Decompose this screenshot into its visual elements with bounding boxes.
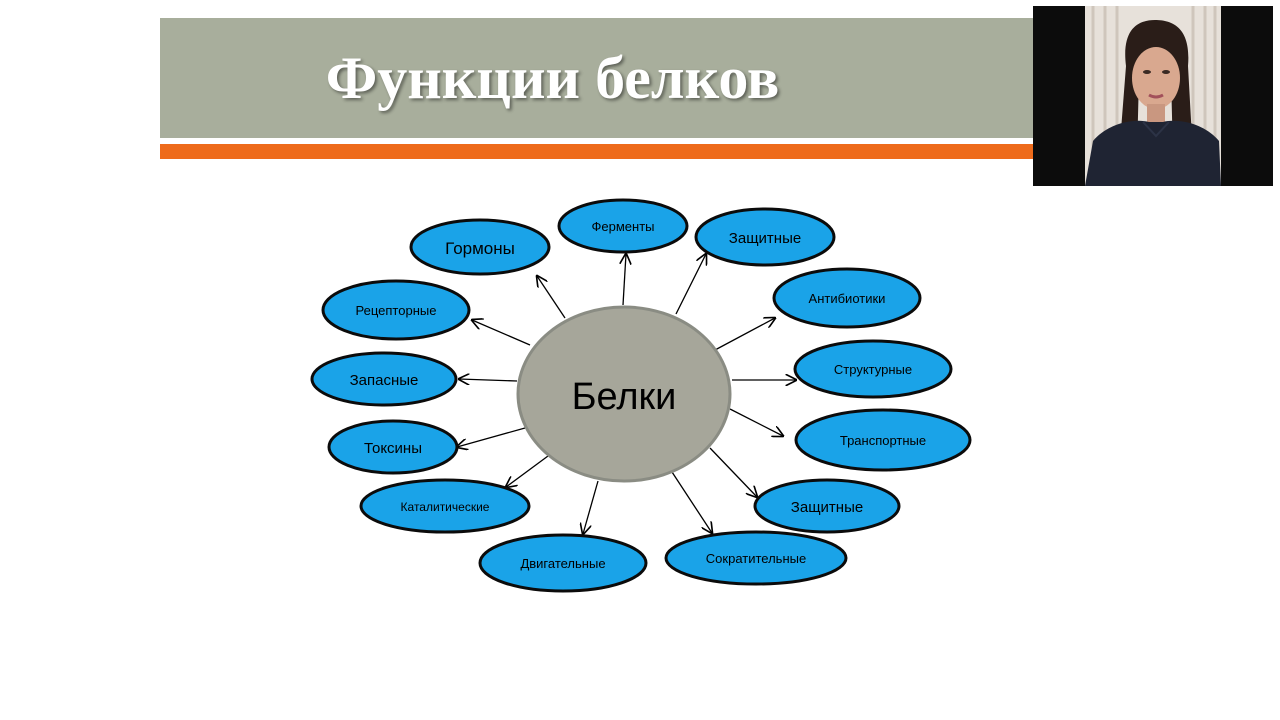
- arrow-contractile: [671, 471, 712, 533]
- node-transport: Транспортные: [794, 408, 972, 472]
- node-label: Антибиотики: [809, 291, 886, 306]
- node-toxins: Токсины: [327, 419, 459, 475]
- arrow-reserve: [459, 379, 518, 381]
- node-label: Структурные: [834, 362, 912, 377]
- arrow-catalytic: [506, 455, 549, 487]
- node-receptor: Рецепторные: [321, 279, 471, 341]
- node-protective-top: Защитные: [694, 207, 836, 267]
- arrow-receptor: [472, 320, 531, 346]
- arrows: [457, 254, 796, 534]
- node-label: Защитные: [791, 499, 863, 516]
- node-catalytic: Каталитические: [359, 478, 531, 534]
- presenter-webcam: [1033, 6, 1273, 186]
- node-label: Запасные: [350, 372, 419, 389]
- node-protective-bottom: Защитные: [753, 478, 901, 534]
- node-enzymes: Ферменты: [557, 198, 689, 254]
- arrow-antibiotics: [714, 318, 775, 351]
- node-label: Защитные: [729, 230, 801, 247]
- node-label: Сократительные: [706, 551, 806, 566]
- arrow-transport: [729, 408, 783, 436]
- node-reserve: Запасные: [310, 351, 458, 407]
- node-label: Транспортные: [840, 433, 926, 448]
- center-label: Белки: [572, 376, 677, 418]
- arrow-protective-bottom: [709, 447, 757, 497]
- node-label: Рецепторные: [356, 303, 437, 318]
- accent-bar: [160, 144, 1035, 159]
- node-label: Каталитические: [401, 500, 490, 514]
- slide-title: Функции белков: [325, 44, 780, 111]
- node-motor: Двигательные: [478, 533, 648, 593]
- center-node: Белки: [516, 305, 732, 483]
- arrow-motor: [583, 480, 599, 534]
- arrow-protective-top: [675, 254, 706, 315]
- node-antibiotics: Антибиотики: [772, 267, 922, 329]
- node-label: Ферменты: [592, 219, 655, 234]
- node-structural: Структурные: [793, 339, 953, 399]
- arrow-toxins: [457, 427, 526, 447]
- title-banner: Функции белков: [160, 18, 1035, 138]
- arrow-hormones: [537, 276, 566, 319]
- node-contractile: Сократительные: [664, 530, 848, 586]
- node-label: Гормоны: [445, 239, 515, 258]
- arrow-enzymes: [623, 254, 626, 306]
- node-label: Токсины: [364, 440, 422, 457]
- node-label: Двигательные: [520, 556, 605, 571]
- node-hormones: Гормоны: [409, 218, 551, 276]
- presenter-video-icon: [1033, 6, 1273, 186]
